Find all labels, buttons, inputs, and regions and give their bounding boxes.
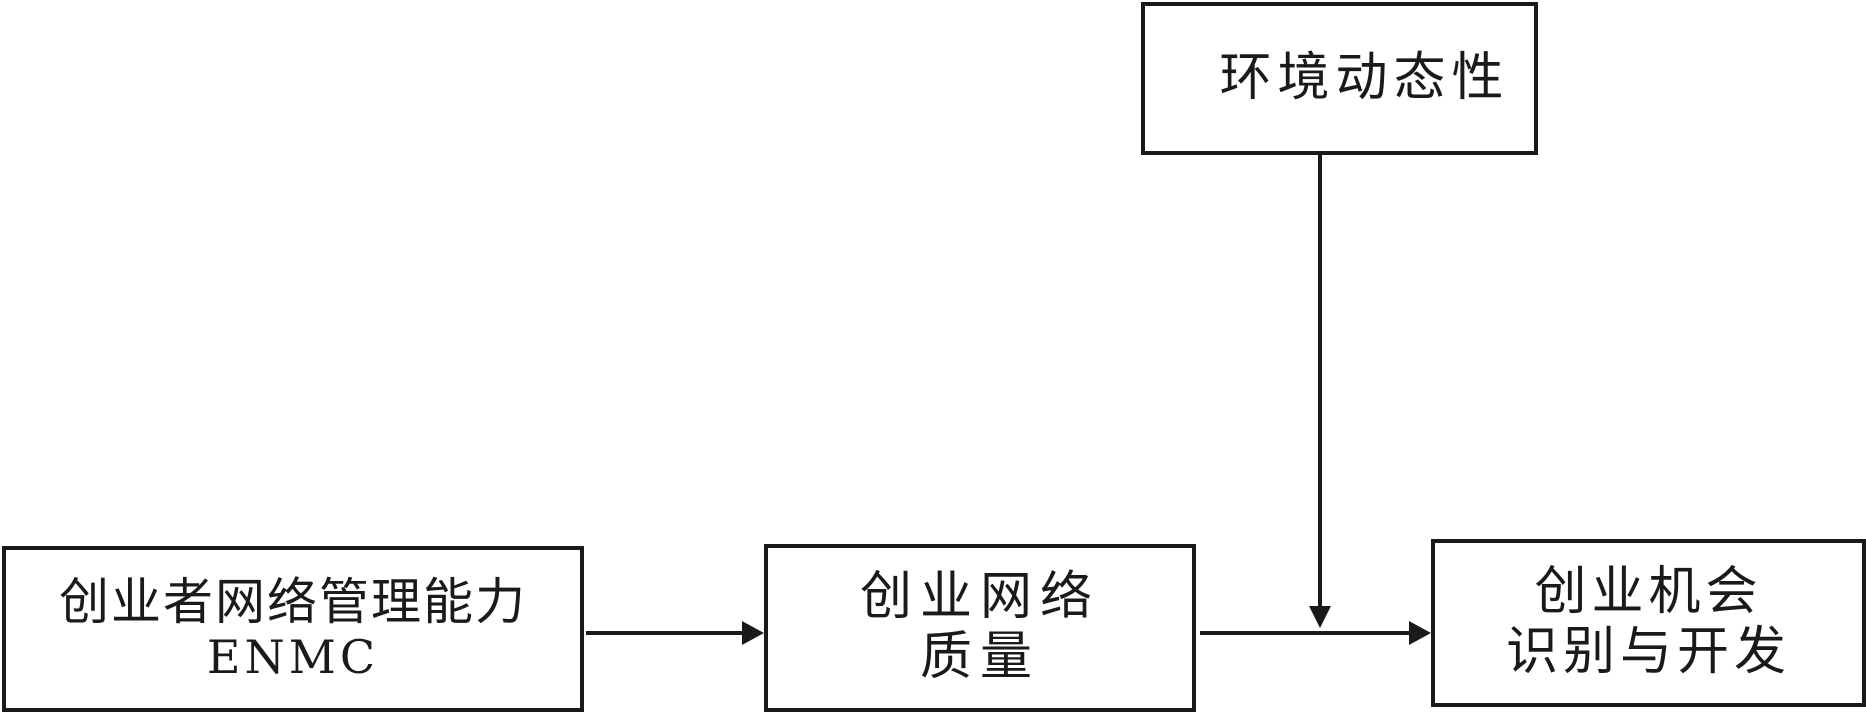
node-label: 创业机会 <box>1534 562 1763 623</box>
node-entrepreneur-network-management-capability: 创业者网络管理能力 ENMC <box>2 546 584 712</box>
arrow-quality-to-opportunity <box>1200 621 1431 645</box>
arrow-environment-moderation <box>1309 155 1331 628</box>
node-label: 创业者网络管理能力 <box>59 572 527 631</box>
node-label: 创业网络 <box>859 567 1100 628</box>
node-environmental-dynamism: 环境动态性 <box>1141 2 1538 155</box>
node-opportunity-identification-development: 创业机会 识别与开发 <box>1431 539 1866 707</box>
node-label: 识别与开发 <box>1505 622 1791 682</box>
node-label: 环境动态性 <box>1219 47 1510 108</box>
arrow-enmc-to-quality <box>586 621 764 645</box>
node-label-abbreviation: ENMC <box>206 630 380 685</box>
node-entrepreneurial-network-quality: 创业网络 质量 <box>764 544 1196 712</box>
node-label: 质量 <box>919 627 1040 687</box>
